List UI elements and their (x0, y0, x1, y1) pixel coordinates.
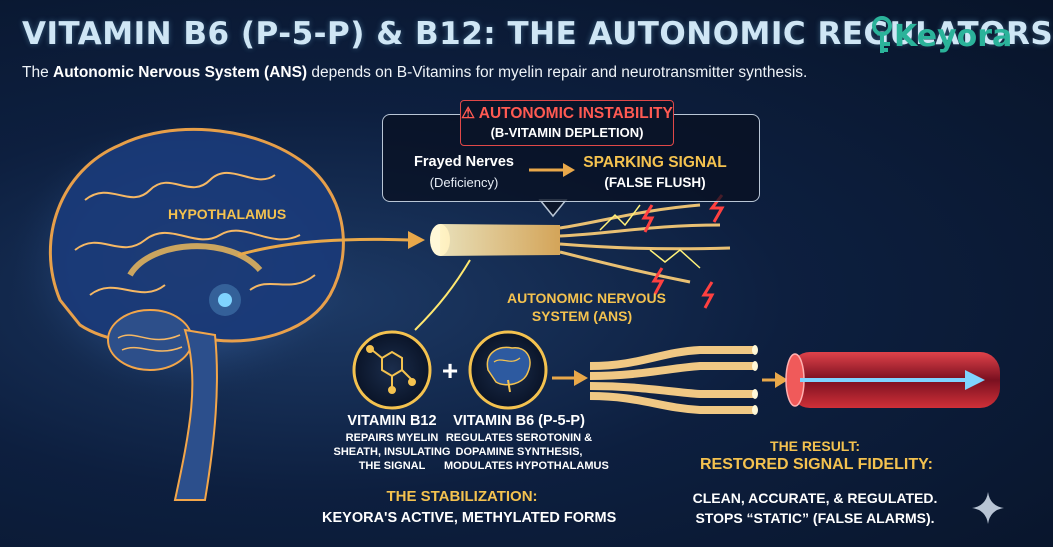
result-line-2: RESTORED SIGNAL FIDELITY: (700, 456, 933, 473)
blood-vessel-illustration (785, 352, 1000, 408)
callout-arrow-icon (529, 163, 575, 177)
subtitle-pre: The (22, 64, 54, 81)
b6-desc-2: DOPAMINE SYNTHESIS, (455, 446, 583, 458)
frayed-nerve-illustration (414, 203, 731, 331)
b6-circle (468, 330, 548, 410)
stabilization-title: THE STABILIZATION: (386, 488, 538, 505)
stabilization-desc: KEYORA'S ACTIVE, METHYLATED FORMS (322, 510, 617, 526)
arrowhead-icon (775, 372, 788, 388)
b6-title: VITAMIN B6 (P-5-P) (453, 413, 585, 429)
diagram-scene (10, 120, 1004, 524)
result-line-4: STOPS “STATIC” (FALSE ALARMS). (695, 510, 935, 526)
lightning-icon (701, 281, 715, 309)
arrowhead-icon (574, 370, 588, 386)
brand-name: Keyora (894, 18, 1013, 54)
ans-label-line1: AUTONOMIC NERVOUS (507, 290, 666, 306)
b12-title: VITAMIN B12 (347, 413, 437, 429)
warning-icon: ⚠ (461, 105, 476, 122)
result-line-3: CLEAN, ACCURATE, & REGULATED. (692, 490, 938, 506)
warning-box: ⚠ AUTONOMIC INSTABILITY (B-VITAMIN DEPLE… (460, 100, 674, 146)
brain-icon (486, 346, 531, 393)
sparking-signal-title: SPARKING SIGNAL (583, 154, 727, 171)
b12-desc-1: REPAIRS MYELIN (345, 432, 439, 444)
sparking-signal-sub: (FALSE FLUSH) (604, 175, 706, 190)
lightning-icon (641, 204, 655, 233)
key-icon (872, 16, 892, 53)
b6-desc-1: REGULATES SEROTONIN & (445, 432, 593, 444)
b12-desc-3: THE SIGNAL (358, 460, 426, 472)
brain-illustration (10, 120, 360, 501)
subtitle-bold: Autonomic Nervous System (ANS) (53, 64, 308, 81)
sparkle-icon (972, 492, 1004, 524)
result-line-1: THE RESULT: (770, 438, 860, 454)
b12-desc-2: SHEATH, INSULATING (333, 446, 451, 458)
callout-pointer (538, 199, 568, 218)
brain-to-nerve-arrow (237, 237, 411, 257)
b6-desc-3: MODULATES HYPOTHALAMUS (444, 460, 609, 472)
molecule-icon (366, 345, 416, 394)
plus-sign: + (441, 355, 459, 386)
b12-circle (352, 330, 432, 410)
ans-label-line2: SYSTEM (ANS) (531, 308, 633, 324)
subtitle-post: depends on B-Vitamins for myelin repair … (307, 64, 808, 81)
frayed-nerves-sub: (Deficiency) (429, 175, 499, 190)
warning-title-text: AUTONOMIC INSTABILITY (478, 105, 673, 122)
frayed-nerves-title: Frayed Nerves (414, 154, 514, 170)
arrowhead-icon (408, 231, 425, 249)
lightning-icon (651, 267, 665, 295)
page-subtitle: The Autonomic Nervous System (ANS) depen… (22, 64, 807, 82)
brand-logo: Keyora (868, 16, 1012, 56)
warning-title: ⚠ AUTONOMIC INSTABILITY (461, 104, 673, 123)
hypothalamus-label: HYPOTHALAMUS (168, 206, 287, 222)
warning-subtitle: (B-VITAMIN DEPLETION) (490, 125, 644, 140)
myelinated-nerve-illustration (589, 345, 758, 415)
